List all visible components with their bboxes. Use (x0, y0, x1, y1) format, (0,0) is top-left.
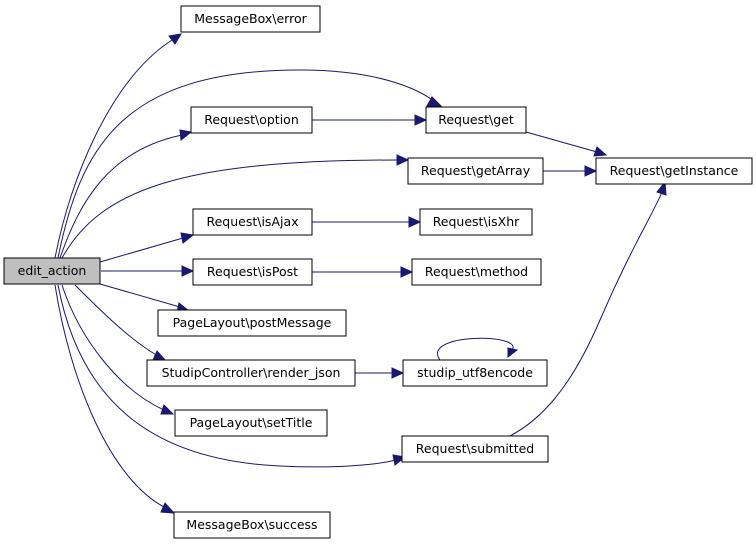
node-request-getinstance[interactable]: Request\getInstance (595, 157, 753, 185)
edge-render-json-to-studip-utf8encode (355, 367, 405, 379)
edge-request-option-to-request-get (312, 114, 428, 126)
node-label: PageLayout\postMessage (173, 315, 332, 330)
edge-edit-action-to-pagelayout-settitle (61, 284, 175, 415)
node-label: StudipController\render_json (162, 365, 341, 380)
edge-edit-action-to-request-option (59, 129, 193, 259)
edge-request-getarray-to-request-getinstance (543, 165, 598, 177)
node-label: Request\submitted (416, 441, 534, 456)
node-messagebox-success[interactable]: MessageBox\success (173, 511, 331, 539)
node-label: edit_action (18, 263, 87, 278)
node-label: PageLayout\setTitle (190, 415, 313, 430)
edge-edit-action-to-messagebox-success (54, 284, 176, 514)
node-label: Request\getInstance (610, 163, 739, 178)
node-label: Request\isPost (207, 264, 298, 279)
node-edit-action[interactable]: edit_action (3, 257, 101, 285)
node-label: MessageBox\error (194, 11, 307, 26)
node-label: Request\isAjax (206, 214, 298, 229)
edge-edit-action-to-request-isajax (99, 232, 195, 263)
edge-request-get-to-request-getinstance (525, 131, 608, 157)
node-request-isajax[interactable]: Request\isAjax (192, 208, 313, 236)
node-request-option[interactable]: Request\option (190, 106, 313, 134)
node-request-submitted[interactable]: Request\submitted (401, 435, 549, 463)
node-pagelayout-settitle[interactable]: PageLayout\setTitle (174, 409, 328, 437)
node-studip-utf8encode[interactable]: studip_utf8encode (402, 359, 548, 387)
node-label: Request\getArray (421, 163, 531, 178)
edge-request-ispost-to-request-method (312, 266, 414, 278)
node-studipcontroller-render-json[interactable]: StudipController\render_json (146, 359, 356, 387)
node-pagelayout-postmessage[interactable]: PageLayout\postMessage (157, 309, 347, 337)
node-label: Request\method (425, 264, 528, 279)
node-label: Request\option (204, 112, 299, 127)
node-request-getarray[interactable]: Request\getArray (407, 157, 544, 185)
edge-edit-action-to-request-get (57, 69, 445, 259)
edge-edit-action-to-messagebox-error (54, 33, 182, 259)
node-request-isxhr[interactable]: Request\isXhr (419, 208, 533, 236)
edge-studip-utf8encode-self-loop (436, 337, 519, 361)
node-request-ispost[interactable]: Request\isPost (192, 258, 313, 286)
node-request-method[interactable]: Request\method (411, 258, 542, 286)
node-request-get[interactable]: Request\get (425, 106, 527, 134)
edge-edit-action-to-request-getarray (61, 154, 410, 259)
node-label: Request\get (438, 112, 514, 127)
node-messagebox-error[interactable]: MessageBox\error (180, 5, 321, 33)
edge-edit-action-to-request-ispost (101, 265, 195, 277)
node-label: MessageBox\success (186, 517, 317, 532)
node-label: studip_utf8encode (417, 365, 533, 380)
edge-request-submitted-to-request-getinstance (509, 180, 667, 437)
node-label: Request\isXhr (433, 214, 520, 229)
edge-request-isajax-to-request-isxhr (312, 216, 422, 228)
